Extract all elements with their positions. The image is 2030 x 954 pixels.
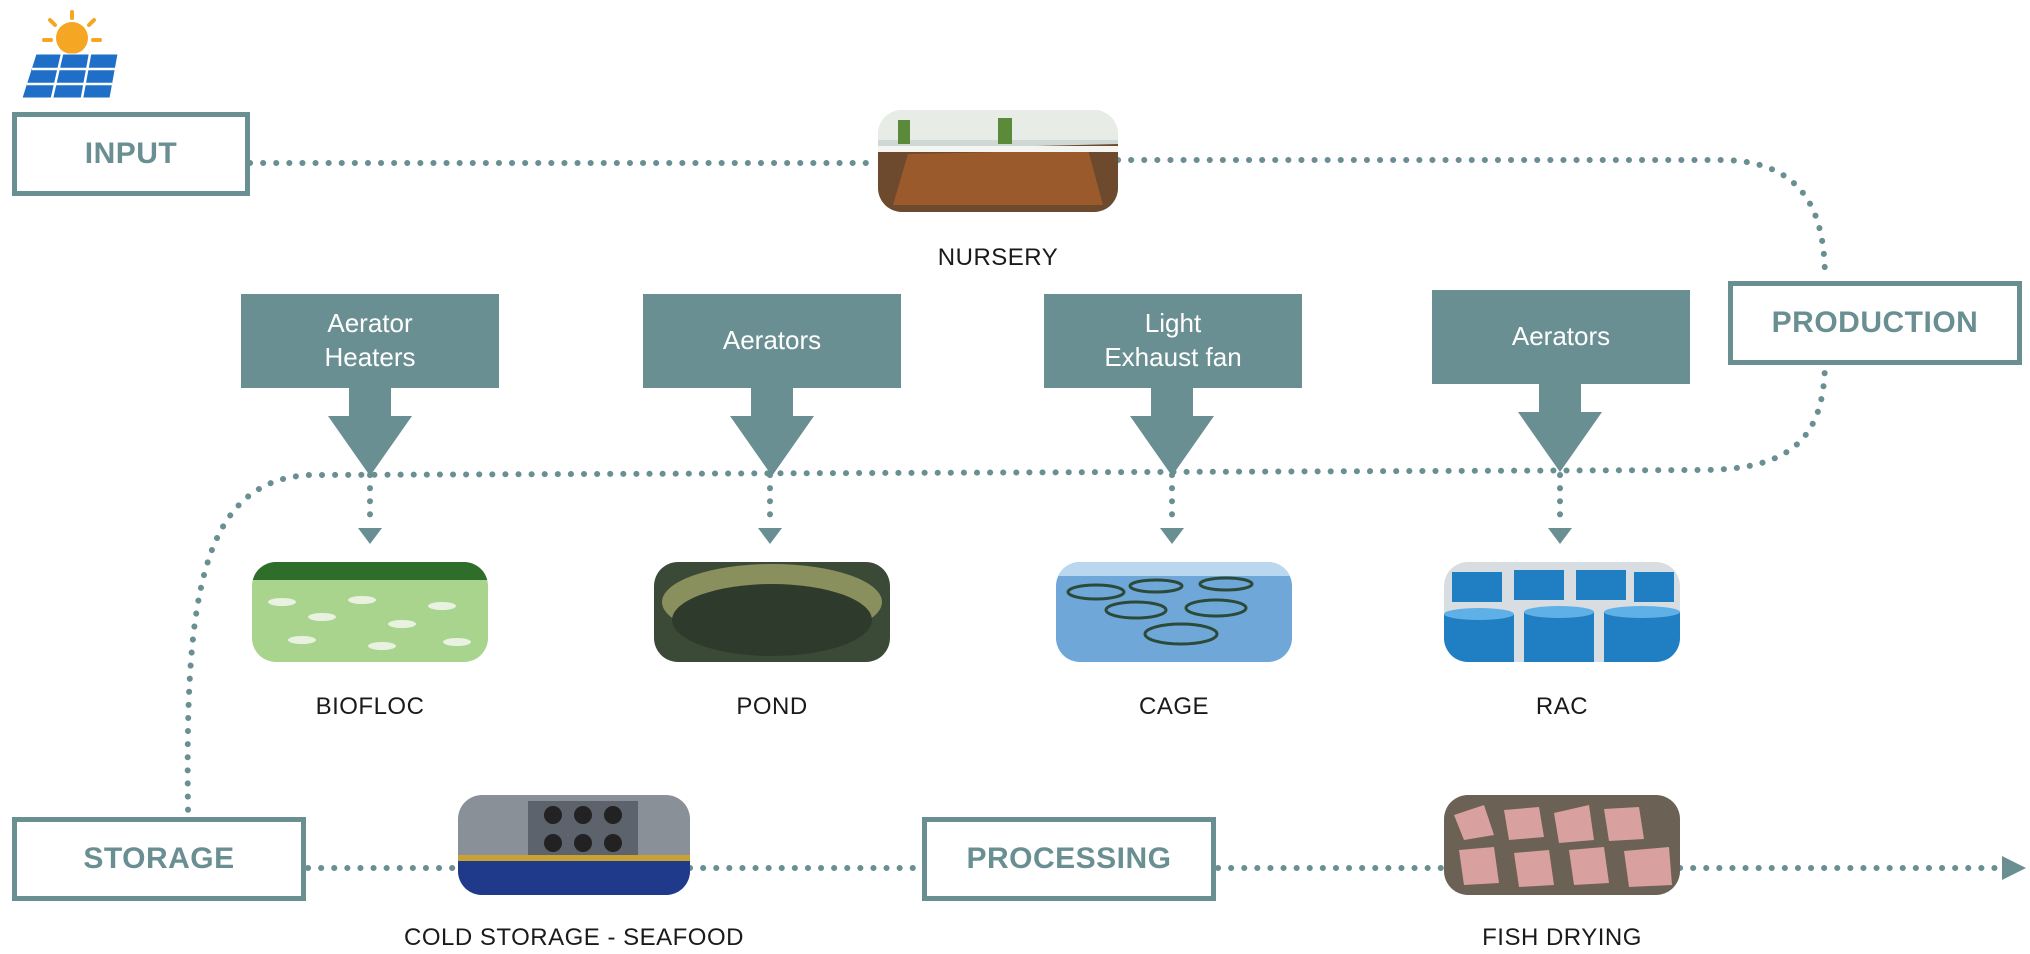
- flow-line-main: [184, 157, 1828, 813]
- flow-arrowhead-end: [2002, 856, 2026, 880]
- biofloc-photo: [252, 562, 488, 662]
- equipment-cage-line2: Exhaust fan: [1104, 342, 1242, 372]
- cold-storage-caption: COLD STORAGE - SEAFOOD: [404, 924, 744, 951]
- stage-storage-label: STORAGE: [83, 842, 235, 875]
- rac-photo: [1444, 562, 1680, 662]
- cage-photo: [1056, 562, 1292, 662]
- equipment-biofloc-line1: Aerator: [327, 308, 413, 339]
- fish-drying-caption: FISH DRYING: [1482, 924, 1642, 951]
- stage-storage: STORAGE: [12, 817, 306, 901]
- equipment-rac-line1: Aerators: [1511, 321, 1611, 352]
- stage-production: PRODUCTION: [1728, 281, 2022, 365]
- flow-arrowhead-pond: [758, 528, 782, 544]
- stage-input-label: INPUT: [84, 137, 178, 170]
- biofloc-caption: BIOFLOC: [315, 693, 425, 720]
- equipment-arrow-pond: [730, 388, 814, 476]
- equipment-arrow-biofloc: [328, 388, 412, 476]
- stage-processing: PROCESSING: [922, 817, 1216, 901]
- equipment-rac: Aerators: [1432, 290, 1690, 384]
- equipment-biofloc: Aerator Heaters: [241, 294, 499, 388]
- flow-arrowhead-biofloc: [358, 528, 382, 544]
- stage-processing-label: PROCESSING: [966, 842, 1172, 875]
- pond-caption: POND: [736, 693, 808, 720]
- stage-production-label: PRODUCTION: [1771, 306, 1979, 339]
- cage-caption: CAGE: [1138, 693, 1209, 720]
- equipment-pond-line1: Aerators: [722, 325, 822, 356]
- flow-arrowhead-cage: [1160, 528, 1184, 544]
- nursery-caption: NURSERY: [937, 244, 1059, 271]
- equipment-biofloc-line2: Heaters: [324, 342, 416, 372]
- stage-input: INPUT: [12, 112, 250, 196]
- equipment-arrow-rac: [1518, 384, 1602, 472]
- equipment-arrow-cage: [1130, 388, 1214, 476]
- solar-panel-sun-icon: [14, 6, 124, 101]
- fish-drying-photo: [1444, 795, 1680, 895]
- equipment-pond: Aerators: [643, 294, 901, 388]
- equipment-cage-line1: Light: [1144, 308, 1202, 339]
- equipment-cage: Light Exhaust fan: [1044, 294, 1302, 388]
- cold-storage-photo: [458, 795, 690, 895]
- rac-caption: RAC: [1535, 693, 1589, 720]
- nursery-photo: [878, 110, 1118, 212]
- pond-photo: [654, 562, 890, 662]
- flow-arrowhead-rac: [1548, 528, 1572, 544]
